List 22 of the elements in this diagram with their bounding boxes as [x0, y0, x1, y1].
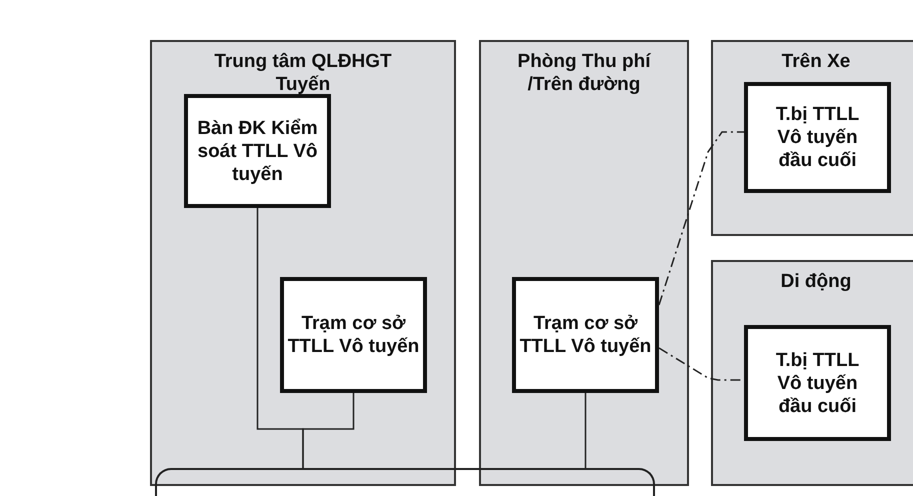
device-label: Trạm cơ sở TTLL Vô tuyến [286, 312, 420, 358]
zone-heading: Di động [780, 270, 852, 293]
device-label: Trạm cơ sở TTLL Vô tuyến [518, 312, 652, 358]
zone-panel [711, 260, 913, 486]
device-label: T.bị TTLL Vô tuyến đầu cuối [774, 103, 860, 172]
radio-link [658, 131, 744, 306]
zone-panel [150, 40, 456, 486]
zone-heading: Phòng Thu phí /Trên đường [516, 50, 652, 96]
zone-heading: Trên Xe [782, 50, 850, 73]
device-label: Bàn ĐK Kiểm soát TTLL Vô tuyến [196, 116, 319, 186]
device-box [744, 82, 891, 193]
device-label: T.bị TTLL Vô tuyến đầu cuối [774, 348, 860, 418]
device-box [744, 325, 891, 441]
zone-panel [711, 40, 913, 236]
zone-heading: Trung tâm QLĐHGT Tuyến [213, 50, 393, 96]
cable-line [302, 393, 354, 468]
zone-panel [479, 40, 689, 486]
cable-line [584, 393, 586, 468]
device-box [184, 94, 331, 208]
device-box [512, 277, 659, 393]
network-bus [155, 468, 655, 496]
device-box [280, 277, 427, 393]
